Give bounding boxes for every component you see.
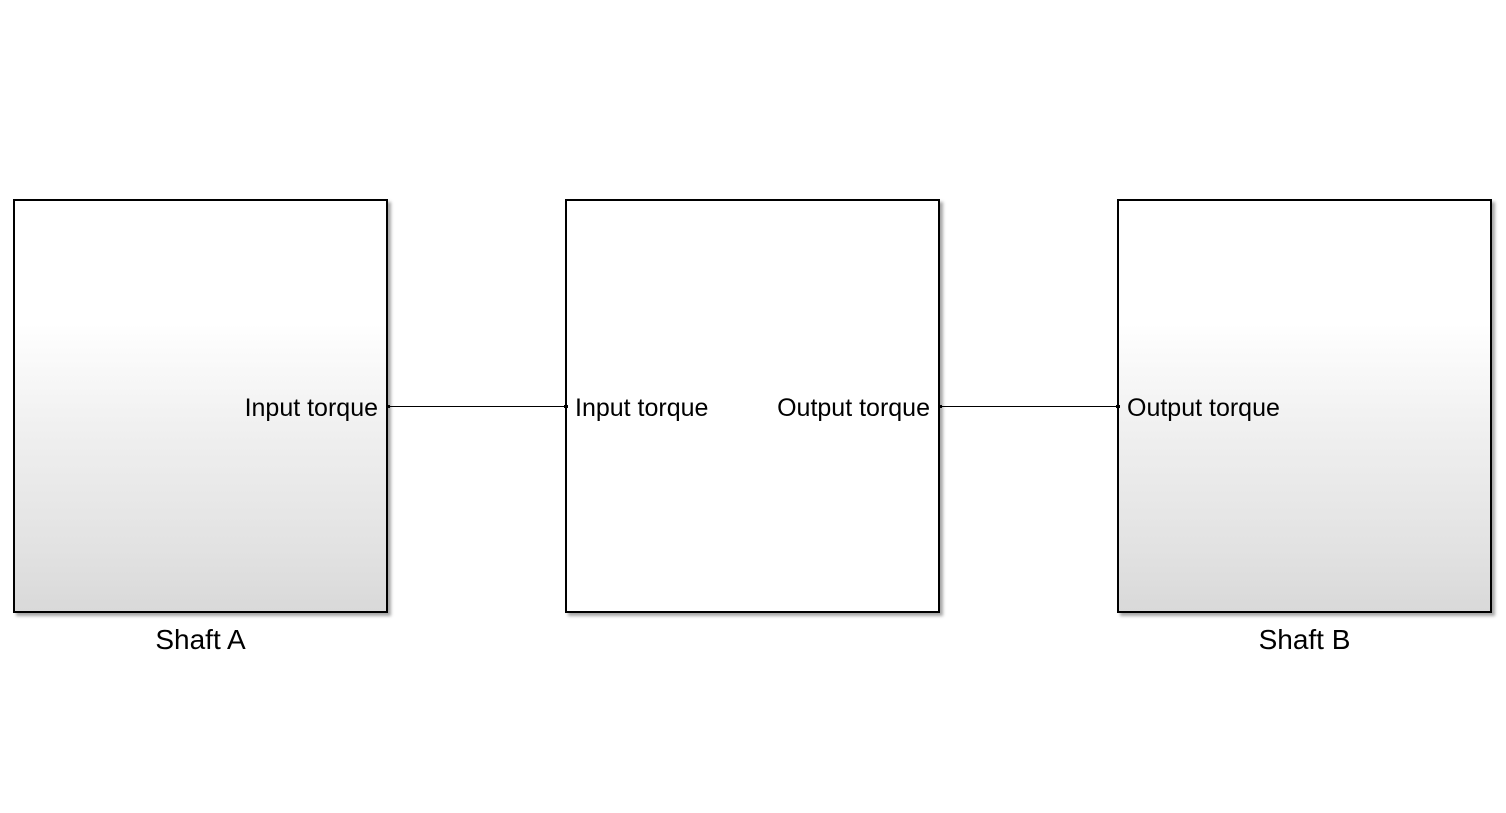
shaft-b-block[interactable]: Output torque — [1117, 199, 1492, 613]
middle-output-port[interactable] — [938, 405, 942, 408]
shaft-b-port-label: Output torque — [1127, 394, 1280, 422]
connection-line-middle-to-b[interactable] — [938, 406, 1119, 407]
shaft-a-port-label: Input torque — [244, 394, 378, 422]
connection-line-a-to-middle[interactable] — [386, 406, 567, 407]
shaft-b-block-name[interactable]: Shaft B — [1258, 624, 1351, 655]
shaft-a-port[interactable] — [386, 405, 390, 408]
middle-input-port[interactable] — [564, 405, 568, 408]
shaft-a-block[interactable]: Input torque — [13, 199, 388, 613]
middle-input-port-label: Input torque — [575, 394, 709, 422]
shaft-a-block-name[interactable]: Shaft A — [155, 624, 246, 655]
middle-output-port-label: Output torque — [777, 394, 930, 422]
middle-block[interactable]: Input torque Output torque — [565, 199, 940, 613]
shaft-b-port[interactable] — [1116, 405, 1120, 408]
